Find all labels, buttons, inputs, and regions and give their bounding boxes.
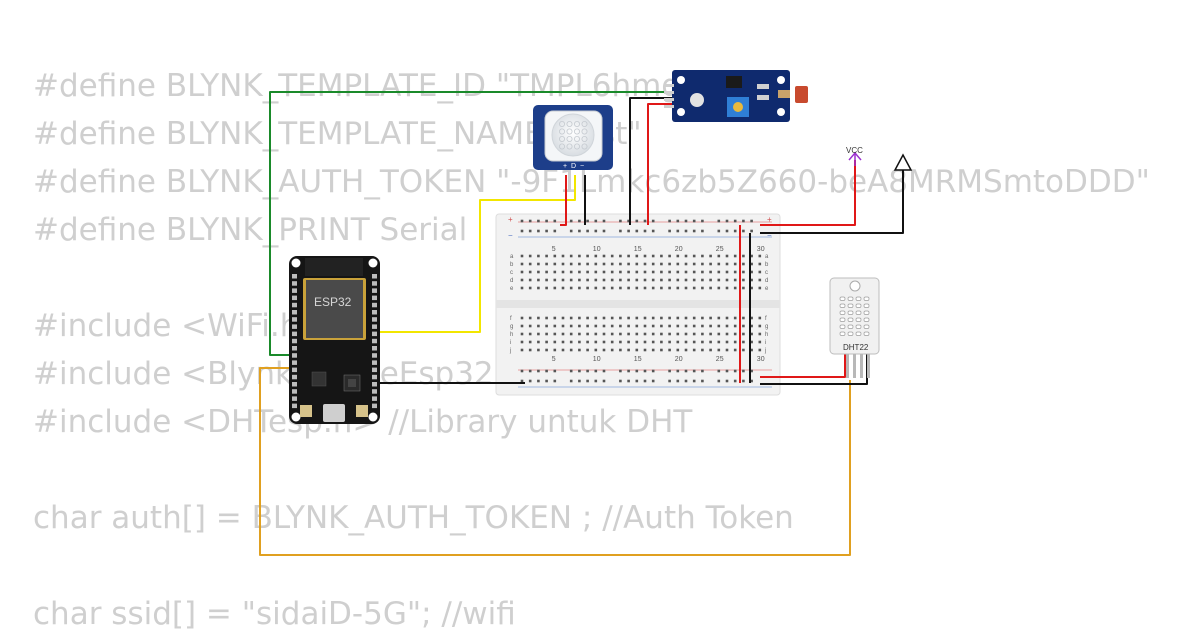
breadboard-row-letter: g <box>510 324 513 330</box>
vcc-symbol: VCC <box>846 146 863 166</box>
breadboard-column-number: 20 <box>675 246 683 253</box>
breadboard-column-number: 5 <box>552 246 556 253</box>
esp32-label: ESP32 <box>314 295 352 309</box>
breadboard-holes <box>520 219 762 383</box>
breadboard-row-letter: e <box>510 286 514 292</box>
pir-sensor: + D − <box>533 105 613 170</box>
breadboard-row-letter: h <box>765 332 768 338</box>
breadboard-column-number: 5 <box>552 356 556 363</box>
wire-orange <box>259 367 851 556</box>
wire-red-dht <box>760 352 846 378</box>
code-line: #define BLYNK_PRINT Serial <box>33 212 468 248</box>
dht22-label: DHT22 <box>843 343 869 352</box>
dht22-grill <box>839 296 870 336</box>
breadboard-row-letter: d <box>765 278 768 284</box>
dht22-sensor: DHT22 <box>829 277 880 378</box>
code-line: #define BLYNK_TEMPLATE_NAME "test" <box>33 116 642 152</box>
svg-text:−: − <box>767 231 772 240</box>
wire-red-ldr <box>647 103 673 225</box>
breadboard-column-number: 25 <box>716 356 724 363</box>
breadboard-row-letter: g <box>765 324 768 330</box>
breadboard-row-letter: h <box>510 332 513 338</box>
breadboard-row-letter: i <box>510 340 511 346</box>
gnd-symbol <box>893 153 913 171</box>
esp32-pins <box>292 274 377 409</box>
breadboard-row-letter: a <box>765 254 769 260</box>
pir-lens-pattern <box>559 121 588 150</box>
wire-yellow <box>372 175 576 333</box>
pir-pin-minus: − <box>580 163 584 170</box>
vcc-label: VCC <box>846 146 863 155</box>
pir-pin-data: D <box>571 163 576 170</box>
breadboard-row-letter: j <box>764 348 766 354</box>
breadboard-column-number: 10 <box>593 246 601 253</box>
breadboard-column-numbers: 5 5 10 10 15 15 20 20 25 25 30 30 <box>552 246 765 363</box>
wire-red-vcc <box>760 160 856 226</box>
breadboard-column-number: 30 <box>757 356 765 363</box>
breadboard-row-letter: b <box>510 262 514 268</box>
breadboard-row-letter: f <box>510 316 512 322</box>
breadboard-column-number: 20 <box>675 356 683 363</box>
wire-black-gnd <box>760 170 904 234</box>
code-line: char auth[] = BLYNK_AUTH_TOKEN ; //Auth … <box>33 500 794 536</box>
breadboard-column-number: 10 <box>593 356 601 363</box>
breadboard-row-letter: d <box>510 278 513 284</box>
wire-green <box>269 91 673 356</box>
breadboard-column-number: 15 <box>634 356 642 363</box>
wires <box>259 91 904 556</box>
breadboard-row-letter: b <box>765 262 769 268</box>
breadboard-row-letter: i <box>765 340 766 346</box>
breadboard-row-letter: c <box>510 270 513 276</box>
pir-pin-plus: + <box>563 163 567 170</box>
code-line: char ssid[] = "sidaiD-5G"; //wifi <box>33 596 516 632</box>
ldr-module <box>664 70 808 122</box>
breadboard-column-number: 30 <box>757 246 765 253</box>
breadboard-row-letter: c <box>765 270 768 276</box>
breadboard-row-letter: j <box>509 348 511 354</box>
esp32-board: ESP32 <box>289 256 380 424</box>
svg-text:−: − <box>508 231 513 240</box>
svg-text:+: + <box>767 215 772 224</box>
svg-text:+: + <box>508 215 513 224</box>
wire-red-pir <box>560 175 567 226</box>
breadboard-row-letter: f <box>765 316 767 322</box>
breadboard-column-number: 25 <box>716 246 724 253</box>
breadboard-row-letter: e <box>765 286 769 292</box>
wire-black-ldr <box>629 97 673 225</box>
breadboard-column-number: 15 <box>634 246 642 253</box>
breadboard-row-letter: a <box>510 254 514 260</box>
